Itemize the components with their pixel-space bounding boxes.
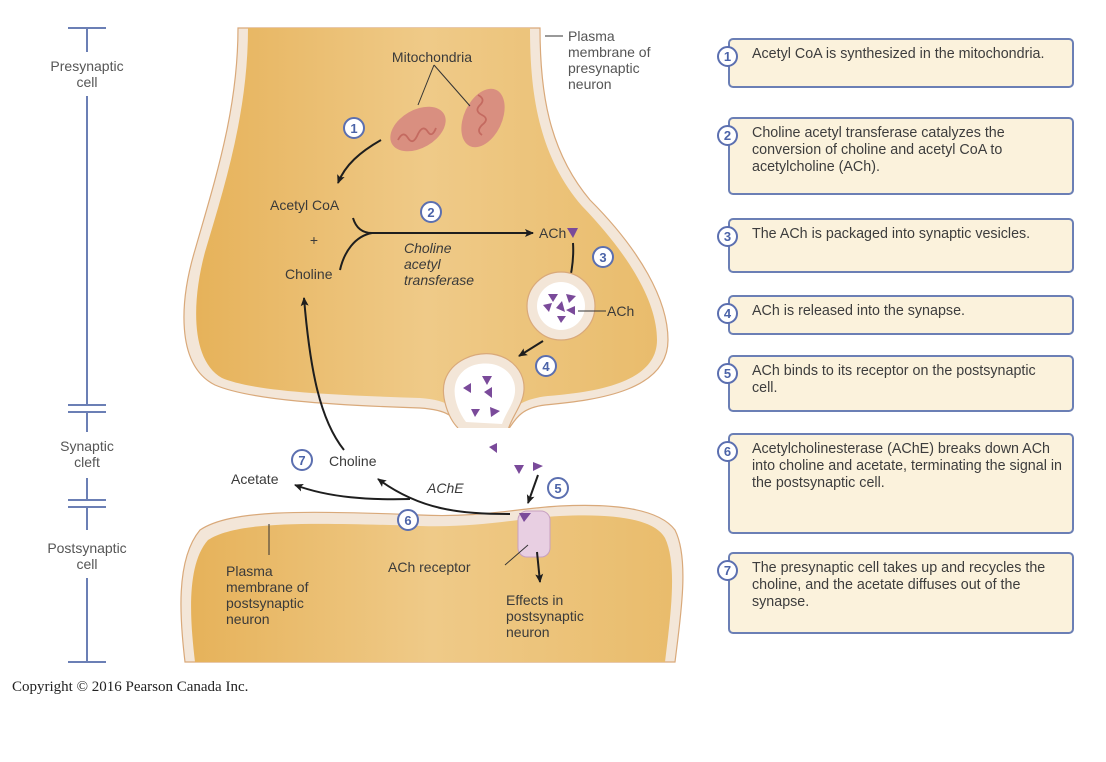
arrow-step-5 bbox=[526, 474, 539, 504]
arrow-choline-uptake bbox=[300, 297, 345, 451]
svg-text:4: 4 bbox=[542, 359, 550, 374]
step-box-4: 4 ACh is released into the synapse. bbox=[717, 295, 1074, 335]
choline-top-label: Choline bbox=[285, 266, 333, 282]
ach-receptor bbox=[517, 510, 551, 558]
copyright-notice: Copyright © 2016 Pearson Canada Inc. bbox=[12, 679, 249, 695]
acetate-label: Acetate bbox=[231, 471, 279, 487]
step-number-7: 7 bbox=[717, 560, 738, 581]
released-ach-molecules bbox=[463, 376, 543, 474]
ach-label-vesicle: ACh bbox=[607, 303, 634, 319]
svg-text:1: 1 bbox=[350, 121, 357, 136]
ache-label: AChE bbox=[426, 480, 464, 496]
arrow-to-acetate bbox=[294, 484, 411, 501]
arrow-to-choline bbox=[377, 478, 511, 515]
step-box-5: 5 ACh binds to its receptor on the posts… bbox=[717, 355, 1074, 412]
mitochondria-leader-1 bbox=[417, 64, 435, 106]
marker-3: 3 bbox=[592, 246, 614, 268]
step-box-3: 3 The ACh is packaged into synaptic vesi… bbox=[717, 218, 1074, 273]
mitochondria bbox=[390, 88, 505, 152]
svg-text:5: 5 bbox=[554, 481, 561, 496]
step-text-2: Choline acetyl transferase catalyzes the… bbox=[752, 125, 1005, 175]
svg-text:7: 7 bbox=[298, 453, 305, 468]
choline-merge bbox=[339, 232, 373, 271]
effects-label: Effects in postsynaptic neuron bbox=[506, 592, 588, 640]
marker-4: 4 bbox=[535, 355, 557, 377]
marker-1: 1 bbox=[343, 117, 365, 139]
vesicle-ach-molecules bbox=[543, 294, 576, 323]
mitochondria-leader-2 bbox=[433, 64, 471, 107]
step-text-3: The ACh is packaged into synaptic vesicl… bbox=[752, 226, 1031, 242]
svg-text:6: 6 bbox=[404, 513, 411, 528]
step-number-1: 1 bbox=[717, 46, 738, 67]
ach-label-top: ACh bbox=[539, 225, 566, 241]
arrow-step-1 bbox=[337, 139, 382, 184]
marker-7: 7 bbox=[291, 449, 313, 471]
step-box-7: 7 The presynaptic cell takes up and recy… bbox=[717, 552, 1074, 634]
step-number-6: 6 bbox=[717, 441, 738, 462]
svg-text:2: 2 bbox=[427, 205, 434, 220]
arrow-effects bbox=[535, 551, 544, 583]
choline-bottom-label: Choline bbox=[329, 453, 377, 469]
step-markers: 1 2 3 4 5 6 7 bbox=[291, 117, 614, 531]
cleft-gap bbox=[440, 428, 520, 473]
step-text-7: The presynaptic cell takes up and recycl… bbox=[752, 560, 1046, 610]
step-number-3: 3 bbox=[717, 226, 738, 247]
plasma-membrane-presynaptic-label: Plasma membrane of presynaptic neuron bbox=[568, 28, 654, 92]
step-box-6: 6 Acetylcholinesterase (AChE) breaks dow… bbox=[717, 433, 1074, 534]
fusing-vesicle-lumen bbox=[454, 363, 516, 424]
ach-receptor-label: ACh receptor bbox=[388, 559, 471, 575]
step-box-2: 2 Choline acetyl transferase catalyzes t… bbox=[717, 117, 1074, 195]
svg-text:3: 3 bbox=[599, 250, 606, 265]
ach-receptor-leader bbox=[504, 544, 529, 566]
marker-6: 6 bbox=[397, 509, 419, 531]
scale-bar bbox=[68, 27, 106, 663]
marker-5: 5 bbox=[547, 477, 569, 499]
step-number-5: 5 bbox=[717, 363, 738, 384]
mitochondria-label: Mitochondria bbox=[392, 49, 472, 65]
step-text-5: ACh binds to its receptor on the postsyn… bbox=[752, 363, 1036, 396]
step-number-4: 4 bbox=[717, 303, 738, 324]
arrow-step-4 bbox=[518, 340, 544, 357]
plus-sign: + bbox=[310, 232, 318, 248]
postsynaptic-cytoplasm bbox=[191, 515, 673, 662]
enzyme-label: Choline acetyl transferase bbox=[404, 240, 474, 288]
step-text-6: Acetylcholinesterase (AChE) breaks down … bbox=[752, 441, 1062, 491]
step-text-1: Acetyl CoA is synthesized in the mitocho… bbox=[752, 46, 1045, 62]
step-box-1: 1 Acetyl CoA is synthesized in the mitoc… bbox=[717, 38, 1074, 88]
step-number-2: 2 bbox=[717, 125, 738, 146]
marker-2: 2 bbox=[420, 201, 442, 223]
ach-molecule-icon bbox=[567, 228, 578, 238]
bound-ach-icon bbox=[519, 513, 531, 522]
plasma-membrane-postsynaptic-label: Plasma membrane of postsynaptic neuron bbox=[226, 563, 312, 627]
step-text-4: ACh is released into the synapse. bbox=[752, 303, 965, 319]
acetyl-coa-label: Acetyl CoA bbox=[270, 197, 340, 213]
